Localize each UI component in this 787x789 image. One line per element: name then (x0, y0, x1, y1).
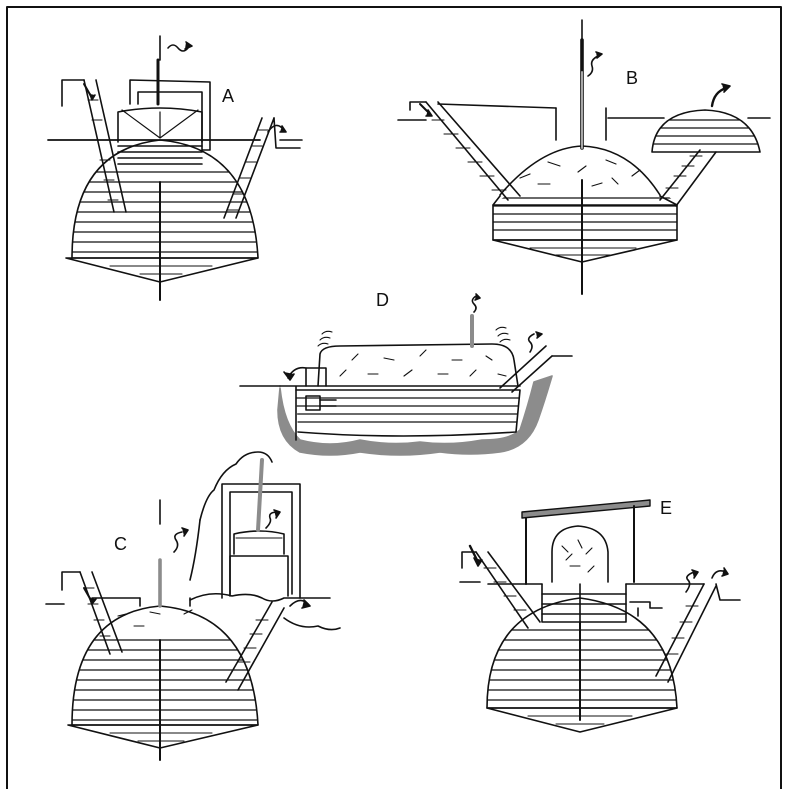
panel-a-floating-drum-digester (47, 35, 303, 301)
panel-e-covered-digester (459, 499, 741, 733)
panel-b-fixed-dome-digester (397, 19, 771, 295)
panel-c-dome-digester-with-displacement (45, 451, 341, 761)
panel-d-balloon-plug-flow-digester (239, 293, 573, 456)
frame-border (6, 6, 782, 789)
label-d: D (376, 290, 389, 310)
label-c: C (114, 534, 127, 554)
label-a: A (222, 86, 234, 106)
label-b: B (626, 68, 638, 88)
label-e: E (660, 498, 672, 518)
